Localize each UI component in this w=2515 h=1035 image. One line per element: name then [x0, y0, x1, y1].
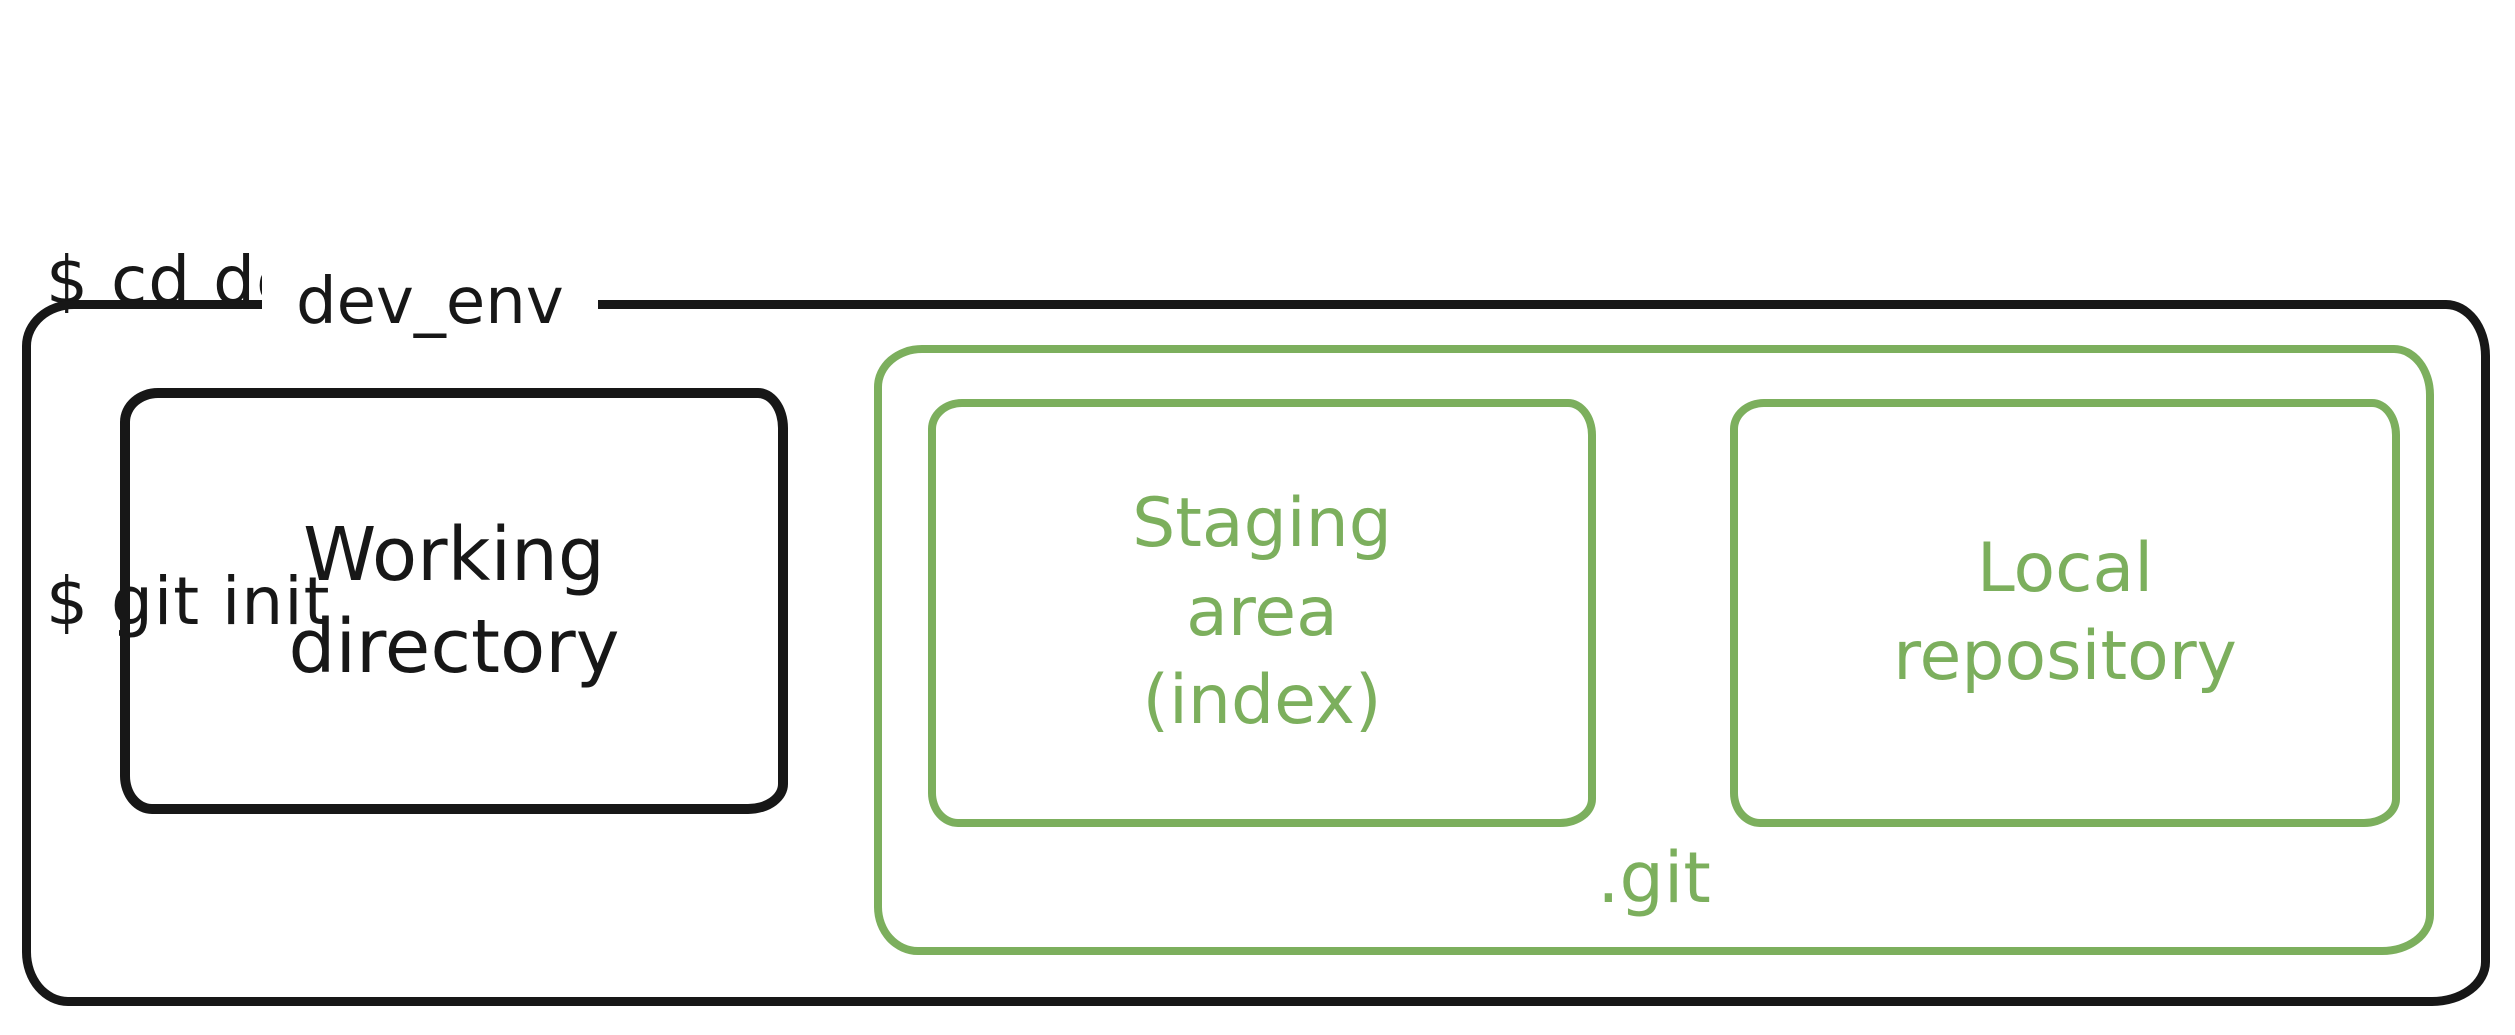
git-box: Staging area (index) Local repository .g…: [874, 345, 2434, 955]
git-label: .git: [1597, 837, 1711, 919]
dev-env-box: [22, 300, 2490, 1006]
label-line: area: [1186, 572, 1338, 652]
local-repository-box: Local repository: [1730, 399, 2400, 827]
working-directory-label: Working directory: [288, 509, 619, 694]
local-repository-label: Local repository: [1893, 525, 2237, 702]
label-line: Local: [1976, 528, 2154, 608]
label-line: directory: [288, 604, 620, 690]
staging-area-box: Staging area (index): [928, 399, 1596, 827]
label-line: Working: [303, 511, 605, 598]
label-line: repository: [1893, 617, 2237, 696]
dev-env-label: dev_env: [262, 266, 598, 338]
staging-area-label: Staging area (index): [1132, 480, 1392, 745]
working-directory-box: Working directory: [120, 388, 788, 814]
label-line: (index): [1142, 661, 1382, 741]
label-line: Staging: [1132, 484, 1392, 564]
